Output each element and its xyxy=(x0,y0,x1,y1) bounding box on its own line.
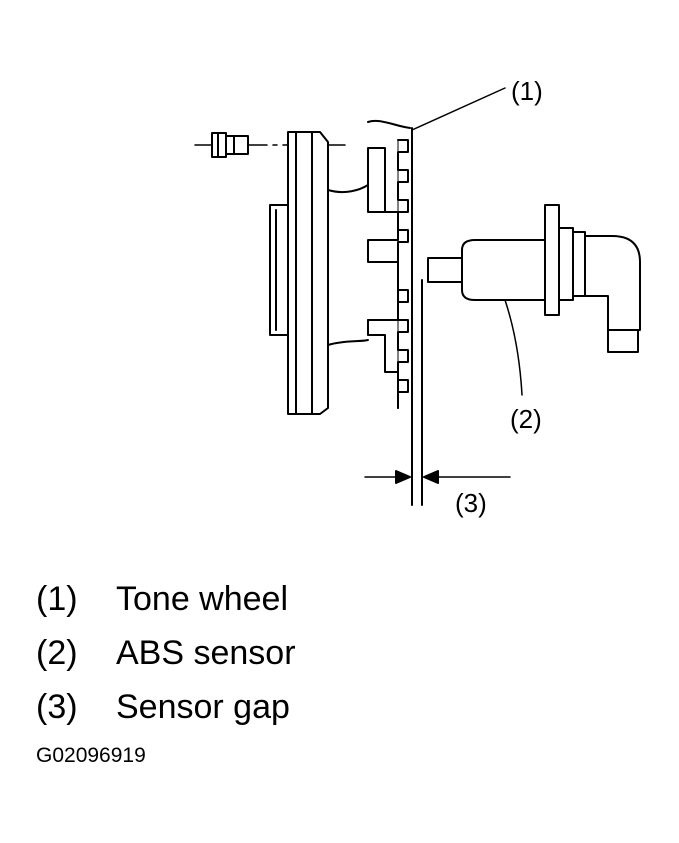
abs-sensor-drawing xyxy=(427,204,641,353)
legend-label: Tone wheel xyxy=(116,579,289,618)
legend-number: (1) xyxy=(36,579,78,618)
hub-flange-drawing xyxy=(269,131,369,415)
legend-label: Sensor gap xyxy=(116,687,290,726)
callout-2: (2) xyxy=(510,404,542,434)
figure-code: G02096919 xyxy=(36,744,146,767)
legend-number: (3) xyxy=(36,687,78,726)
tone-wheel-drawing xyxy=(397,127,413,506)
legend-item: (1) Tone wheel xyxy=(36,572,296,626)
legend-number: (2) xyxy=(36,633,78,672)
knuckle-drawing xyxy=(367,119,411,409)
legend: (1) Tone wheel (2) ABS sensor (3) Sensor… xyxy=(36,572,296,734)
legend-item: (2) ABS sensor xyxy=(36,626,296,680)
legend-item: (3) Sensor gap xyxy=(36,680,296,734)
callout-3: (3) xyxy=(455,488,487,518)
legend-label: ABS sensor xyxy=(116,633,296,672)
gap-dimension xyxy=(364,470,511,484)
leader-line-2 xyxy=(504,299,523,396)
callout-1: (1) xyxy=(511,76,543,106)
leader-line-1 xyxy=(411,87,506,131)
